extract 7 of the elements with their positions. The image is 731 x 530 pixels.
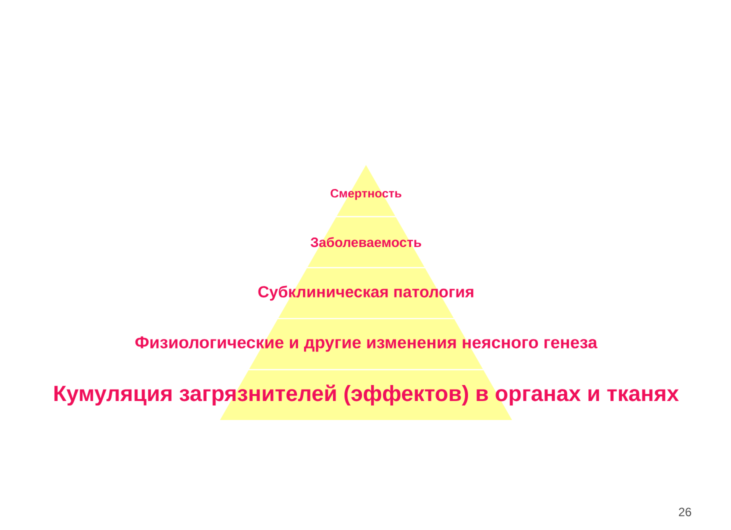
- pyramid-level: Кумуляция загрязнителей (эффектов) в органах и тканях: [54, 370, 679, 420]
- pyramid-level: Субклиническая патология: [258, 268, 474, 318]
- pyramid-level: Смертность: [330, 165, 402, 216]
- page-number: 26: [678, 508, 692, 516]
- pyramid-level: Физиологические и другие изменения неясного генеза: [135, 319, 598, 369]
- pyramid-level: Заболеваемость: [308, 217, 424, 267]
- node-label: Субклиническая патология: [258, 286, 474, 301]
